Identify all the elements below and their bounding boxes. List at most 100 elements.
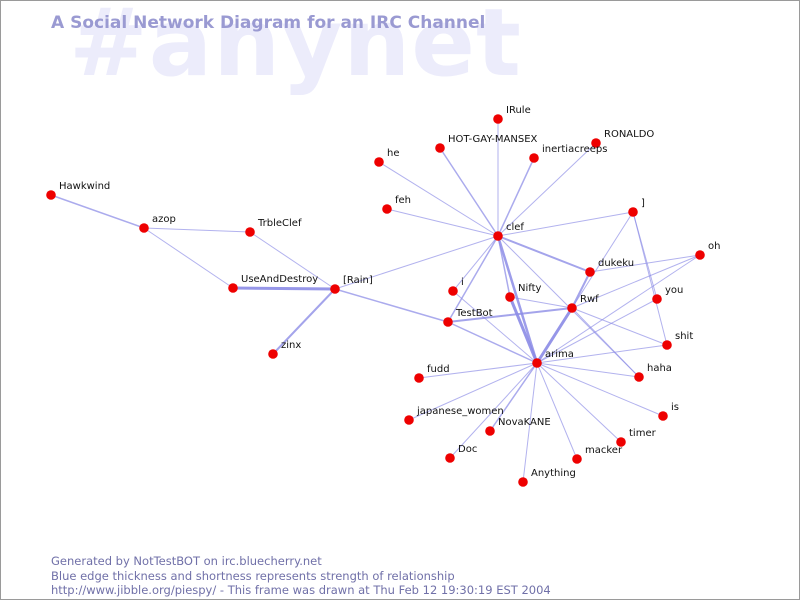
node-novakane: NovaKANE	[485, 417, 551, 436]
node-dot	[662, 340, 672, 350]
edge-arima-shit	[536, 344, 668, 364]
node-shit: shit	[662, 331, 693, 350]
edge-rwf-arima	[535, 306, 574, 365]
edge-clef-hot-gay-mansex	[439, 147, 499, 237]
node-label: Anything	[531, 468, 576, 479]
node-timer: timer	[616, 428, 657, 447]
node-testbot: TestBot	[443, 308, 493, 327]
node-label: shit	[675, 331, 693, 342]
edge-arima-macker	[536, 362, 578, 460]
node-dot	[445, 453, 455, 463]
node-label: UseAndDestroy	[241, 274, 318, 285]
edge-i-arima	[452, 290, 538, 364]
node-dot	[585, 267, 595, 277]
node-i: i	[448, 277, 464, 296]
edge-rwf-haha	[571, 307, 640, 378]
edge-azop-trbleclef	[143, 227, 251, 233]
node-useanddestroy: UseAndDestroy	[228, 274, 318, 293]
node-anything: Anything	[518, 468, 576, 487]
node-label: inertiacreeps	[542, 144, 607, 155]
edge-arima-doc	[449, 362, 538, 459]
node-label: Hawkwind	[59, 181, 110, 192]
edge-bracket-shit	[632, 211, 668, 346]
edge-dukeku-oh	[589, 254, 701, 273]
node-irule: IRule	[493, 105, 531, 124]
node-label: [Rain]	[343, 275, 373, 286]
node-is: is	[658, 402, 679, 421]
node-dot	[404, 415, 414, 425]
edge-nifty-arima	[508, 295, 539, 365]
edge-arima-japanese-women	[408, 362, 538, 421]
node-label: fudd	[427, 364, 450, 375]
node-rwf: Rwf	[567, 294, 599, 313]
edge-arima-timer	[536, 362, 622, 443]
node-japanese-women: japanese_women	[404, 406, 504, 425]
edge-trbleclef-rain	[249, 231, 336, 290]
node-dot	[382, 204, 392, 214]
footer-timestamp-line: http://www.jibble.org/piespy/ - This fra…	[51, 583, 551, 597]
node-dot	[414, 373, 424, 383]
edge-arima-oh	[536, 254, 701, 364]
node-label: Doc	[458, 444, 477, 455]
node-label: feh	[395, 195, 411, 206]
node-azop: azop	[139, 214, 176, 233]
node-label: ]	[641, 198, 645, 209]
edge-dukeku-rwf	[571, 271, 591, 309]
node-label: japanese_women	[416, 406, 504, 417]
edge-azop-useanddestroy	[143, 227, 234, 289]
node-dot	[139, 223, 149, 233]
node-dot	[628, 207, 638, 217]
node-clef: clef	[493, 222, 524, 241]
node-label: oh	[708, 241, 720, 252]
node-label: NovaKANE	[498, 417, 551, 428]
footer-legend-line: Blue edge thickness and shortness repres…	[51, 568, 455, 583]
node-oh: oh	[695, 241, 720, 260]
node-haha: haha	[634, 363, 672, 382]
node-label: i	[461, 277, 464, 288]
node-doc: Doc	[445, 444, 477, 463]
edge-arima-haha	[536, 362, 640, 378]
node-label: TestBot	[455, 308, 493, 319]
edge-clef-bracket	[497, 211, 634, 237]
node-dot	[529, 153, 539, 163]
node-dot	[493, 231, 503, 241]
node-label: zinx	[281, 340, 301, 351]
diagram-title: A Social Network Diagram for an IRC Chan…	[51, 13, 486, 33]
node-label: he	[387, 148, 400, 159]
node-feh: feh	[382, 195, 411, 214]
edge-clef-i	[452, 235, 499, 292]
node-inertiacreeps: inertiacreeps	[529, 144, 607, 163]
node-label: is	[671, 402, 679, 413]
node-dot	[245, 227, 255, 237]
node-dot	[695, 250, 705, 260]
node-dot	[493, 114, 503, 124]
edge-arima-novakane	[489, 362, 538, 432]
edge-clef-feh	[386, 208, 499, 237]
edge-rwf-nifty	[509, 296, 573, 309]
node-dot	[591, 138, 601, 148]
footer-generated-line: Generated by NotTestBOT on irc.bluecherr…	[51, 554, 322, 568]
edge-rwf-testbot	[447, 307, 573, 323]
edge-clef-he	[378, 161, 499, 237]
edges-layer	[50, 118, 701, 483]
node-trbleclef: TrbleClef	[245, 218, 302, 237]
node-hawkwind: Hawkwind	[46, 181, 110, 200]
footer: Generated by NotTestBOT on irc.bluecherr…	[51, 554, 551, 598]
node-label: Rwf	[580, 294, 599, 305]
edge-clef-testbot	[447, 235, 499, 323]
node-dot	[567, 303, 577, 313]
node-dot	[443, 317, 453, 327]
node-dot	[485, 426, 495, 436]
edge-rwf-oh	[571, 254, 701, 309]
node-macker: macker	[572, 445, 623, 464]
node-rain: [Rain]	[330, 275, 373, 294]
node-dot	[46, 190, 56, 200]
node-dot	[658, 411, 668, 421]
node-dot	[532, 358, 542, 368]
node-ronaldo: RONALDO	[591, 129, 654, 148]
node-hot-gay-mansex: HOT-GAY-MANSEX	[435, 134, 538, 153]
node-you: you	[652, 285, 683, 304]
